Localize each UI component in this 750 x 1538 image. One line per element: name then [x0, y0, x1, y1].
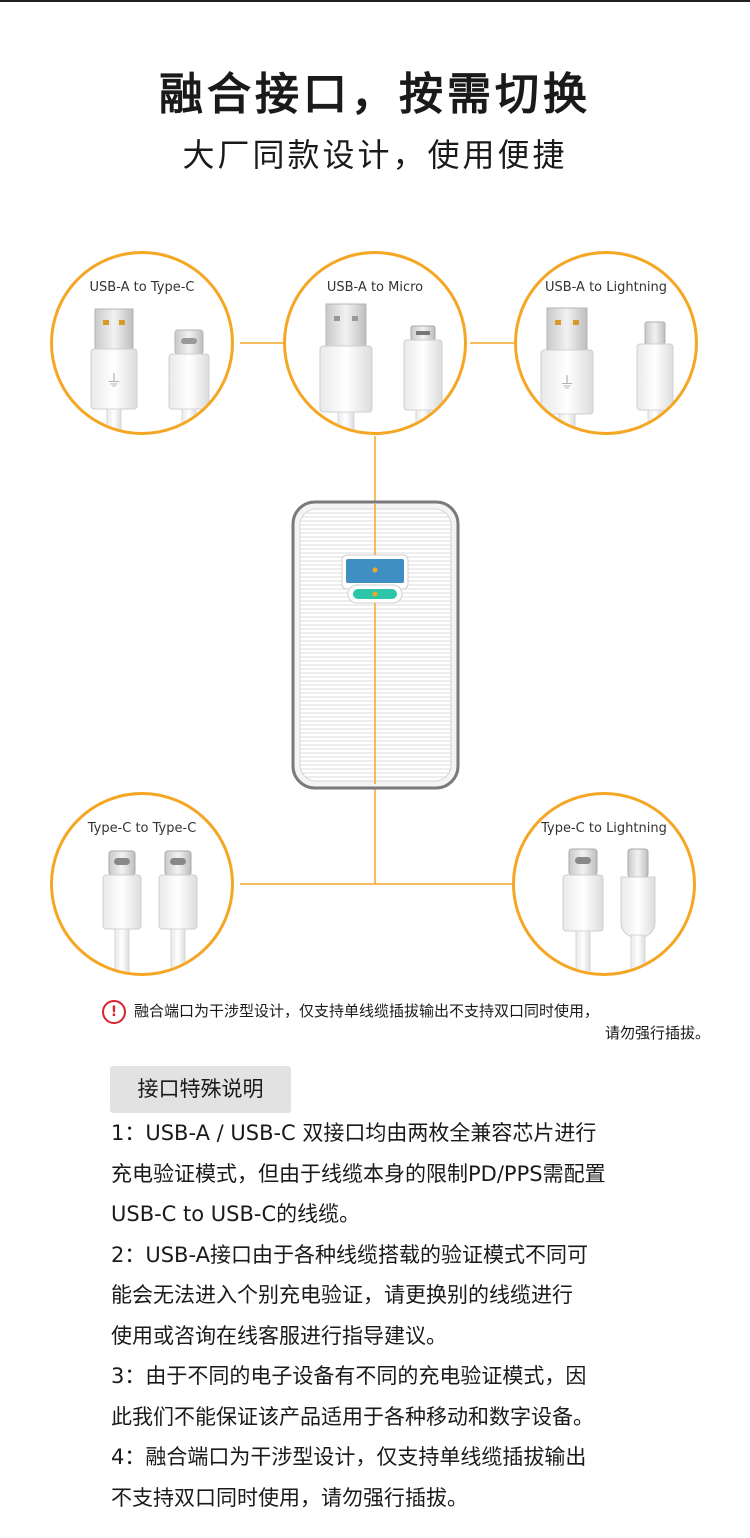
- cable-circle-usb-a-lightning: USB-A to Lightning ⏚: [514, 251, 698, 435]
- note-line: 3：由于不同的电子设备有不同的充电验证模式，因: [111, 1364, 587, 1388]
- note-line: 此我们不能保证该产品适用于各种移动和数字设备。: [111, 1404, 594, 1429]
- special-notes-tag: 接口特殊说明: [110, 1066, 291, 1113]
- usb-a-to-type-c-cable-icon: ⏚: [90, 308, 210, 432]
- top-border: [0, 0, 750, 2]
- cable-circle-usb-a-micro: USB-A to Micro: [283, 251, 467, 435]
- cable-circle-usb-a-type-c: USB-A to Type-C ⏚: [50, 251, 234, 435]
- note-line: 1：USB-A / USB-C 双接口均由两枚全兼容芯片进行: [111, 1121, 597, 1145]
- notice-text-line-1: 融合端口为干涉型设计，仅支持单线缆插拔输出不支持双口同时使用，: [134, 1002, 600, 1020]
- special-notes-list: 1：USB-A / USB-C 双接口均由两枚全兼容芯片进行 充电验证模式，但由…: [111, 1113, 711, 1518]
- cable-circle-type-c-type-c: Type-C to Type-C: [50, 792, 234, 976]
- svg-text:⏚: ⏚: [106, 371, 122, 390]
- type-c-to-lightning-cable-icon: [562, 848, 656, 973]
- exclamation-circle-icon: !: [102, 1000, 126, 1024]
- note-line: 使用或咨询在线客服进行指导建议。: [111, 1323, 447, 1348]
- svg-text:⏚: ⏚: [559, 373, 575, 392]
- cable-circle-type-c-lightning: Type-C to Lightning: [512, 792, 696, 976]
- note-line: 能会无法进入个别充电验证，请更换别的线缆进行: [111, 1283, 573, 1307]
- usb-a-to-micro-cable-icon: [319, 303, 443, 432]
- note-line: 2：USB-A接口由于各种线缆搭载的验证模式不同可: [111, 1242, 588, 1267]
- page-title: 融合接口，按需切换: [159, 69, 591, 120]
- cable-label: USB-A to Lightning: [544, 280, 668, 295]
- note-line: USB-C to USB-C的线缆。: [111, 1202, 361, 1226]
- cable-label: Type-C to Type-C: [87, 821, 197, 836]
- note-line: 充电验证模式，但由于线缆本身的限制PD/PPS需配置: [111, 1161, 606, 1186]
- notice-text-line-2: 请勿强行插拔。: [604, 1024, 710, 1042]
- note-line: 不支持双口同时使用，请勿强行插拔。: [111, 1485, 468, 1510]
- usb-a-to-lightning-cable-icon: ⏚: [540, 307, 674, 432]
- cable-label: USB-A to Type-C: [89, 280, 195, 295]
- note-line: 4：融合端口为干涉型设计，仅支持单线缆插拔输出: [111, 1445, 587, 1469]
- cable-label: USB-A to Micro: [326, 280, 424, 295]
- page-subtitle: 大厂同款设计，使用便捷: [182, 136, 568, 174]
- cable-label: Type-C to Lightning: [541, 821, 667, 836]
- type-c-to-type-c-cable-icon: [102, 850, 198, 973]
- charger-device: [291, 500, 460, 790]
